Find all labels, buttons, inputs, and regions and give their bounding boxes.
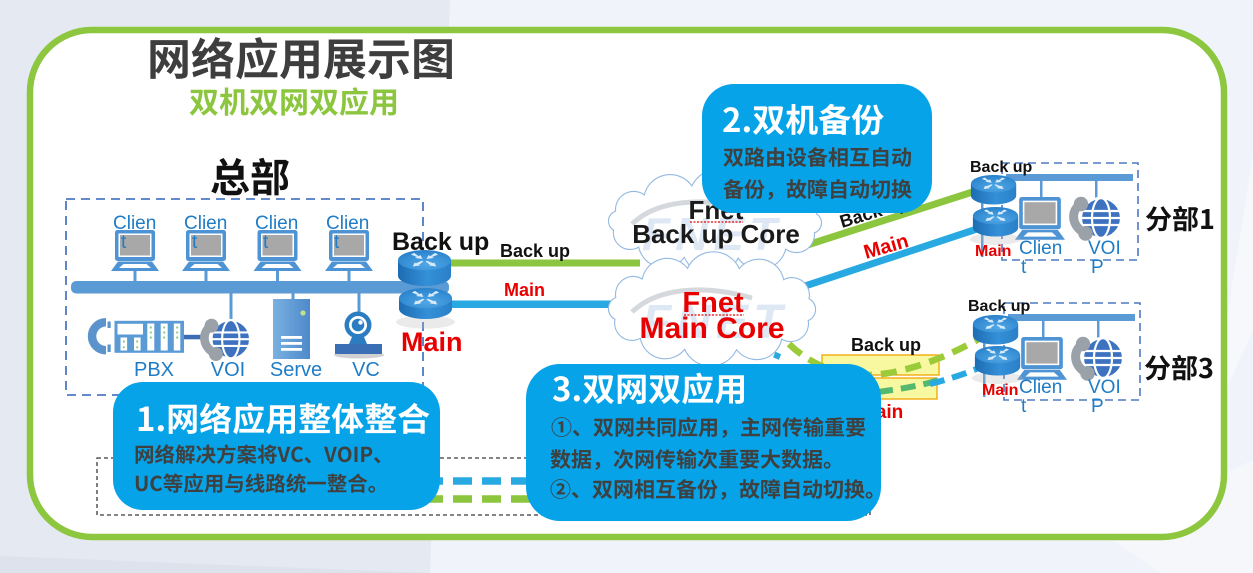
svg-text:Main: Main (504, 280, 545, 300)
svg-text:Back up: Back up (970, 159, 1032, 176)
svg-text:PBX: PBX (134, 359, 174, 381)
svg-text:t: t (334, 232, 340, 253)
svg-text:Clien: Clien (255, 213, 298, 234)
svg-text:Back up: Back up (968, 298, 1030, 315)
svg-text:t: t (1021, 396, 1027, 417)
svg-text:Clien: Clien (184, 213, 227, 234)
svg-text:P: P (1091, 257, 1104, 278)
svg-text:Main: Main (975, 243, 1011, 260)
svg-text:VC: VC (352, 359, 380, 381)
svg-text:Main Core: Main Core (639, 312, 784, 345)
svg-text:FNET: FNET (642, 296, 787, 349)
svg-text:Back up Core: Back up Core (632, 219, 800, 249)
svg-text:Serve: Serve (270, 359, 322, 381)
svg-text:t: t (192, 232, 198, 253)
svg-text:VOI: VOI (1088, 238, 1121, 259)
svg-text:Clien: Clien (326, 213, 369, 234)
svg-text:Back up: Back up (392, 228, 489, 256)
svg-text:Back up: Back up (500, 241, 570, 261)
svg-text:VOI: VOI (1088, 377, 1121, 398)
svg-text:Back up: Back up (851, 335, 921, 355)
svg-text:VOI: VOI (211, 359, 245, 381)
svg-text:P: P (1091, 396, 1104, 417)
svg-text:Main: Main (982, 382, 1018, 399)
svg-text:Clien: Clien (1019, 238, 1062, 259)
svg-text:Clien: Clien (113, 213, 156, 234)
svg-text:FNET: FNET (642, 208, 782, 260)
svg-text:Fnet: Fnet (682, 287, 744, 319)
svg-text:t: t (1021, 257, 1027, 278)
svg-text:Main: Main (401, 327, 463, 357)
svg-text:t: t (121, 232, 127, 253)
svg-text:Clien: Clien (1019, 377, 1062, 398)
svg-text:t: t (263, 232, 269, 253)
